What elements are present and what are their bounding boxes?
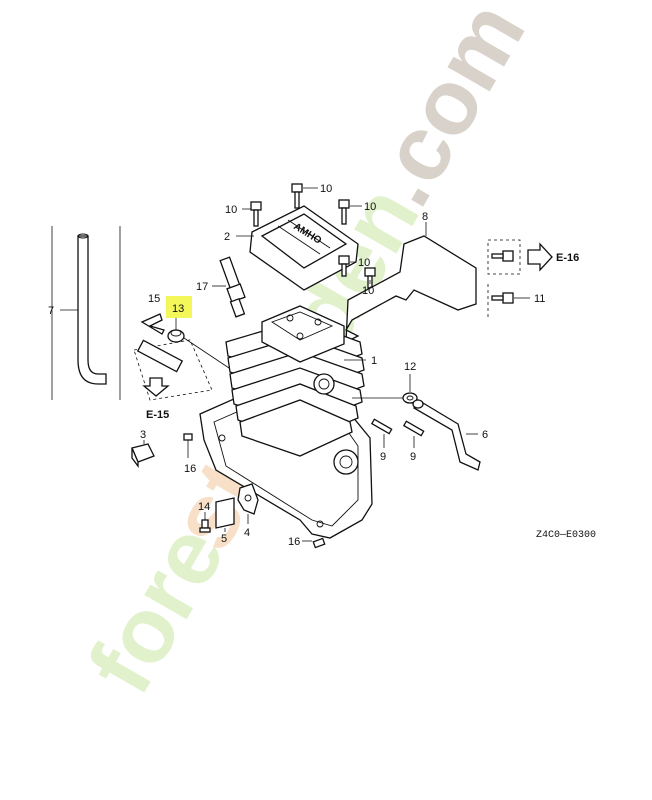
part-3-block bbox=[131, 440, 155, 468]
part-9-studs bbox=[370, 418, 425, 448]
callout-10c: 10 bbox=[364, 201, 376, 213]
part-10-bolts bbox=[242, 183, 376, 289]
reference-e16: E-16 bbox=[556, 252, 579, 264]
reference-e15: E-15 bbox=[146, 409, 169, 421]
part-1-cylinder bbox=[199, 305, 373, 539]
part-6-rod bbox=[412, 399, 481, 471]
callout-8: 8 bbox=[422, 211, 428, 223]
part-5-plate bbox=[215, 497, 235, 532]
callout-10a: 10 bbox=[320, 183, 332, 195]
callout-4: 4 bbox=[244, 527, 250, 539]
part-7-tube bbox=[51, 226, 121, 400]
ref-e15-group bbox=[133, 339, 213, 401]
part-14-screw bbox=[199, 512, 211, 533]
callouts: 1 2 3 4 5 6 7 8 9 9 10 10 10 10 10 11 12… bbox=[48, 183, 596, 548]
callout-15: 15 bbox=[148, 293, 160, 305]
callout-7: 7 bbox=[48, 305, 54, 317]
callout-12: 12 bbox=[404, 361, 416, 373]
callout-10b: 10 bbox=[225, 204, 237, 216]
part-15-clip bbox=[140, 313, 165, 335]
drawing-code: Z4C0—E0300 bbox=[536, 530, 596, 541]
part-4-gasket bbox=[237, 483, 259, 524]
watermark-part4: .com bbox=[349, 0, 545, 222]
part-12-washer bbox=[352, 374, 418, 404]
callout-3: 3 bbox=[140, 429, 146, 441]
part-2-cylinder-cover: AMHO bbox=[236, 205, 359, 291]
callout-13-highlight bbox=[166, 296, 192, 318]
part-17-spark-plug bbox=[212, 256, 246, 318]
callout-9a: 9 bbox=[380, 451, 386, 463]
part-8-bracket bbox=[345, 222, 477, 344]
callout-6: 6 bbox=[482, 429, 488, 441]
callout-16b: 16 bbox=[288, 536, 300, 548]
callout-1: 1 bbox=[371, 355, 377, 367]
callout-11: 11 bbox=[534, 293, 545, 305]
callout-16a: 16 bbox=[184, 463, 196, 475]
callout-17: 17 bbox=[196, 281, 208, 293]
callout-14: 14 bbox=[198, 501, 210, 513]
ref-e16-group bbox=[487, 239, 553, 320]
callout-13: 13 bbox=[172, 303, 184, 315]
part-13-cap bbox=[167, 316, 233, 371]
callout-5: 5 bbox=[221, 533, 227, 545]
callout-2: 2 bbox=[224, 231, 230, 243]
part-16-pins bbox=[183, 433, 326, 549]
callout-10e: 10 bbox=[362, 285, 374, 297]
callout-10d: 10 bbox=[358, 257, 370, 269]
callout-9b: 9 bbox=[410, 451, 416, 463]
